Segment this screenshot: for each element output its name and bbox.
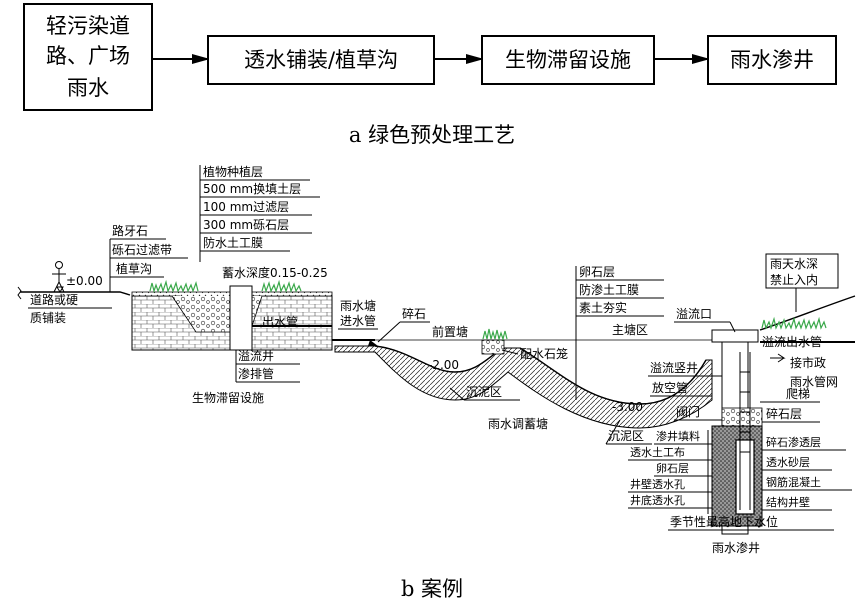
grass-gabion xyxy=(482,328,508,342)
label-drain-pipe: 渗排管 xyxy=(238,366,274,381)
label-pond-1: 雨水塘 xyxy=(340,298,376,313)
forebay-profile xyxy=(374,345,506,373)
label-drain-pipe-right: 放空管 xyxy=(652,380,688,395)
label-overflow-shaft: 溢流竖井 xyxy=(650,361,698,375)
label-wall-holes: 井壁透水孔 xyxy=(630,477,685,491)
gravel-point xyxy=(368,340,378,346)
grass-bioretention xyxy=(149,279,199,294)
label-overflow-outlet: 溢流出水管 xyxy=(762,334,822,349)
ladder xyxy=(739,352,751,510)
label-groundwater: 季节性最高地下水位 xyxy=(670,514,778,529)
label-inlet-pipe: 进水管 xyxy=(340,313,376,328)
gabion xyxy=(481,339,505,355)
label-curb: 路牙石 xyxy=(112,223,148,238)
main-pond-profile xyxy=(519,347,707,405)
layer-label-4: 300 mm砾石层 xyxy=(203,218,289,232)
label-valve: 阀门 xyxy=(676,404,700,419)
label-road-1: 道路或硬 xyxy=(30,292,78,307)
label-gabion: 配水石笼 xyxy=(520,346,568,361)
elevation-marker-0 xyxy=(56,286,64,293)
well-right-label-block: 碎石渗透层 透水砂层 钢筋混凝土 结构井壁 xyxy=(761,435,852,516)
flow-step-4-label: 雨水渗井 xyxy=(730,48,814,72)
label-concrete: 钢筋混凝土 xyxy=(766,475,821,489)
label-pebble: 卵石层 xyxy=(656,462,689,475)
ground-line-right xyxy=(759,295,856,331)
layer-label-2: 500 mm换填土层 xyxy=(203,182,301,196)
layer-label-block: 植物种植层 500 mm换填土层 100 mm过滤层 300 mm砾石层 防水土… xyxy=(199,164,320,262)
seepage-core xyxy=(735,439,755,515)
flow-step-1-line-2: 路、广场 xyxy=(46,44,130,68)
label-forebay: 前置塘 xyxy=(432,324,468,339)
pond-layer-3: 素土夯实 xyxy=(579,300,627,315)
label-gravel-seepage: 碎石渗透层 xyxy=(766,435,821,449)
rain-warning-line-2: 禁止入内 xyxy=(770,273,818,287)
label-municipal-2: 雨水管网 xyxy=(790,374,838,389)
label-seepage-well: 雨水渗井 xyxy=(712,540,760,555)
overflow-mouth xyxy=(711,329,759,343)
label-gravel-strip: 砾石过滤带 xyxy=(112,243,172,257)
pond-layer-1: 卵石层 xyxy=(579,265,615,279)
person-icon xyxy=(52,261,66,293)
label-silt-1: 沉泥区 xyxy=(466,385,502,399)
layer-label-3: 100 mm过滤层 xyxy=(203,200,289,214)
label-gravel-layer: 碎石层 xyxy=(766,406,802,421)
grass-right-of-well xyxy=(261,279,302,293)
label-outlet-pipe: 出水管 xyxy=(262,314,298,329)
pond-layer-2: 防渗土工膜 xyxy=(579,282,639,297)
layer-label-1: 植物种植层 xyxy=(203,164,263,179)
label-gravel: 碎石 xyxy=(402,306,426,321)
flow-step-4: 雨水渗井 xyxy=(707,35,837,85)
label-structure-wall: 结构井壁 xyxy=(766,495,810,509)
break-mark-left xyxy=(17,286,22,300)
well-left-label-block: 渗井填料 透水土工布 卵石层 井壁透水孔 井底透水孔 xyxy=(628,429,712,514)
flow-step-2-label: 透水铺装/植草沟 xyxy=(244,48,398,72)
label-road-2: 质铺装 xyxy=(30,311,66,325)
label-sand-layer: 透水砂层 xyxy=(766,456,810,469)
caption-b: b 案例 xyxy=(401,577,463,601)
elev-zero-label: ±0.00 xyxy=(66,274,103,288)
gravel-layer-well xyxy=(721,407,763,427)
ground-line-left xyxy=(20,291,131,296)
pond-layer-block: 卵石层 防渗土工膜 素土夯实 xyxy=(575,265,664,400)
label-overflow-well: 溢流井 xyxy=(238,349,274,363)
flow-step-1-line-3: 雨水 xyxy=(67,76,109,100)
label-bottom-holes: 井底透水孔 xyxy=(630,493,685,507)
label-depth-2: -2.00 xyxy=(428,358,459,372)
flow-step-1-line-1: 轻污染道 xyxy=(46,14,130,38)
label-municipal-1: 接市政 xyxy=(790,355,826,370)
layer-label-5: 防水土工膜 xyxy=(203,235,263,250)
label-storage-pond: 雨水调蓄塘 xyxy=(488,416,548,431)
label-silt-2: 沉泥区 xyxy=(608,429,644,443)
flow-step-3-label: 生物滞留设施 xyxy=(505,48,631,72)
grass-right xyxy=(761,316,827,330)
arrow-to-municipal-icon xyxy=(770,353,786,363)
overflow-well-left xyxy=(229,285,253,351)
label-overflow-mouth: 溢流口 xyxy=(676,307,712,321)
label-grass-swale: 植草沟 xyxy=(116,261,152,276)
flow-step-3: 生物滞留设施 xyxy=(481,35,655,85)
label-well-fill: 渗井填料 xyxy=(656,429,700,443)
label-depth-3: -3.00 xyxy=(612,400,643,414)
flow-step-2: 透水铺装/植草沟 xyxy=(207,35,435,85)
label-geotextile: 透水土工布 xyxy=(630,446,685,459)
caption-a: a 绿色预处理工艺 xyxy=(349,123,515,147)
rain-warning-line-1: 雨天水深 xyxy=(770,257,818,271)
label-storage-depth: 蓄水深度0.15-0.25 xyxy=(222,265,328,280)
label-main-pond: 主塘区 xyxy=(612,322,648,337)
rain-warning-box: 雨天水深 禁止入内 xyxy=(765,253,839,312)
flow-step-1: 轻污染道 路、广场 雨水 xyxy=(23,3,153,111)
label-ladder: 爬梯 xyxy=(786,387,810,401)
label-bioretention: 生物滞留设施 xyxy=(192,391,264,405)
